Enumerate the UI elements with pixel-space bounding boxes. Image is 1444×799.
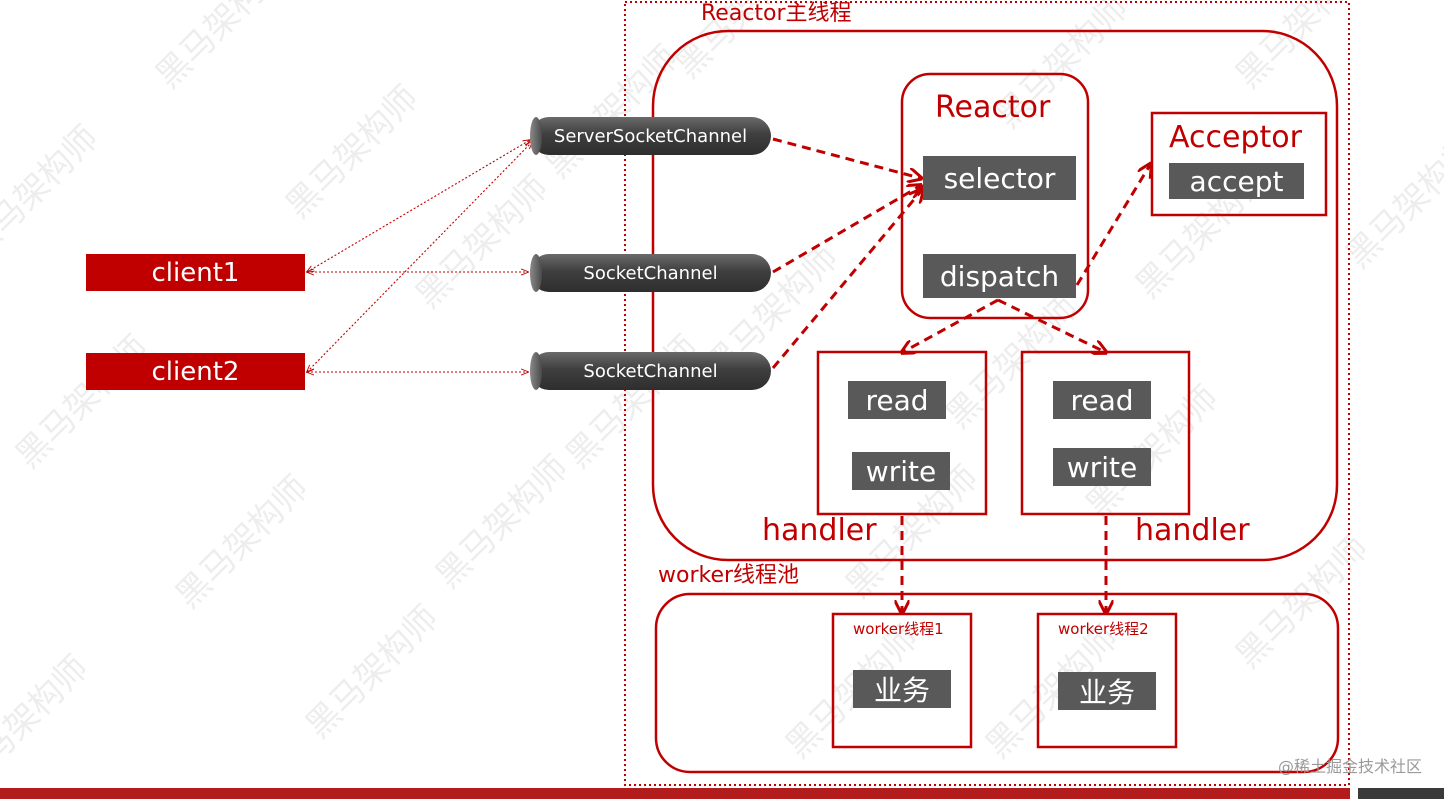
watermark-text-3: 黑马架构师 — [8, 328, 156, 476]
worker1-task-box: 业务 — [853, 670, 951, 708]
watermark-text-2: 黑马架构师 — [0, 118, 107, 266]
reactor-box — [900, 72, 1090, 320]
watermark-text-7: 黑马架构师 — [408, 168, 556, 316]
worker-pool-title: worker线程池 — [658, 563, 800, 588]
watermark-text-20: 黑马架构师 — [428, 448, 576, 596]
worker1-title: worker线程1 — [853, 620, 944, 638]
arrow-socketchannel1-selector — [772, 186, 920, 274]
handler2-read-box: read — [1053, 381, 1151, 419]
client1-box: client1 — [86, 254, 305, 291]
watermark-text-1: 黑马架构师 — [278, 78, 426, 226]
handler1-write-box: write — [852, 452, 950, 490]
watermark-text-4: 黑马架构师 — [168, 468, 316, 616]
handler1-read-box: read — [848, 381, 946, 419]
watermark-text-16: 黑马架构师 — [1228, 528, 1376, 676]
reactor-title: Reactor — [935, 90, 1051, 125]
socket-channel-2: SocketChannel — [530, 352, 771, 390]
handler2-label: handler — [1135, 513, 1250, 548]
watermark-text-8: 黑马架构师 — [538, 38, 686, 186]
source-watermark: @稀土掘金技术社区 — [1277, 757, 1422, 776]
socket-channel-1: SocketChannel — [530, 254, 771, 292]
handler2-write-box: write — [1053, 448, 1151, 486]
bottom-bar-dark — [1358, 788, 1444, 799]
worker2-task-box: 业务 — [1058, 672, 1156, 710]
connector-client2-serversocketchannel — [307, 142, 532, 372]
accept-box: accept — [1169, 163, 1304, 199]
watermark-text-12: 黑马架构师 — [1228, 0, 1376, 96]
watermark-text-18: 黑马架构师 — [558, 328, 706, 476]
acceptor-title: Acceptor — [1169, 120, 1302, 155]
reactor-main-rounded-region — [651, 29, 1339, 562]
dispatch-box: dispatch — [923, 254, 1076, 298]
selector-box: selector — [923, 156, 1076, 200]
server-socket-channel: ServerSocketChannel — [530, 117, 771, 155]
arrow-serversocketchannel-selector — [772, 137, 920, 178]
arrow-socketchannel2-selector — [771, 190, 922, 369]
bottom-bar — [0, 788, 1350, 799]
watermark-text-0: 黑马架构师 — [148, 0, 296, 96]
client2-box: client2 — [86, 353, 305, 390]
handler1-label: handler — [762, 513, 877, 548]
arrow-dispatch-handler1 — [903, 298, 999, 352]
worker-pool-region — [654, 592, 1340, 774]
worker2-title: worker线程2 — [1058, 620, 1149, 638]
watermark-text-5: 黑马架构师 — [298, 598, 446, 746]
arrow-dispatch-acceptor — [1075, 165, 1150, 286]
watermark-text-13: 黑马架构师 — [1338, 128, 1444, 276]
main-thread-region — [624, 1, 1350, 786]
main-thread-title: Reactor主线程 — [701, 1, 852, 26]
watermark-text-6: 黑马架构师 — [0, 648, 97, 796]
arrow-dispatch-handler2 — [997, 298, 1105, 352]
